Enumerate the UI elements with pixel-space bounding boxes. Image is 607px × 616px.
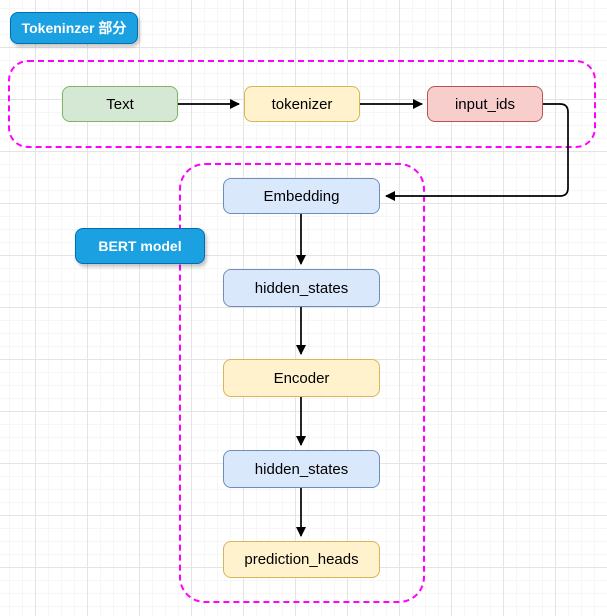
- node-prediction-heads: prediction_heads: [223, 541, 380, 578]
- node-hidden-states-2-label: hidden_states: [254, 460, 349, 478]
- node-encoder: Encoder: [223, 359, 380, 397]
- node-input-ids: input_ids: [427, 86, 543, 122]
- node-input-ids-label: input_ids: [454, 95, 516, 113]
- node-hidden-states-2: hidden_states: [223, 450, 380, 488]
- tokenizer-section-container: [8, 60, 596, 148]
- tokenizer-section-label: Tokeninzer 部分: [10, 12, 138, 44]
- node-text: Text: [62, 86, 178, 122]
- node-prediction-heads-label: prediction_heads: [244, 551, 359, 568]
- node-embedding-label: Embedding: [263, 187, 340, 205]
- node-text-label: Text: [106, 95, 134, 113]
- node-embedding: Embedding: [223, 178, 380, 214]
- node-hidden-states-1-label: hidden_states: [254, 279, 349, 297]
- node-tokenizer: tokenizer: [244, 86, 360, 122]
- node-encoder-label: Encoder: [273, 369, 330, 387]
- bert-model-label: BERT model: [75, 228, 205, 264]
- node-hidden-states-1: hidden_states: [223, 269, 380, 307]
- node-tokenizer-label: tokenizer: [271, 95, 333, 113]
- tokenizer-section-label-text: Tokeninzer 部分: [21, 20, 127, 36]
- bert-model-container: [179, 163, 425, 603]
- bert-model-label-text: BERT model: [98, 238, 182, 254]
